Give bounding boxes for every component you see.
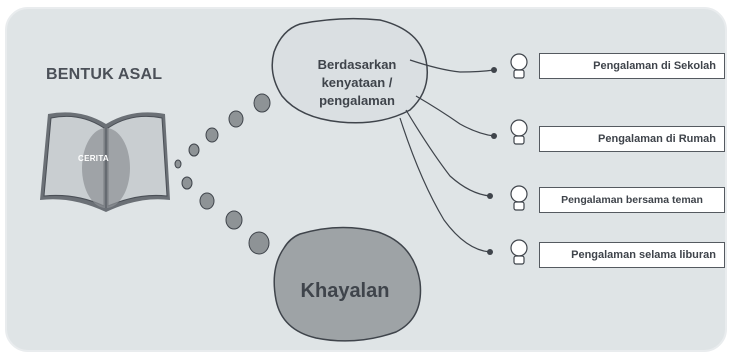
- connector-line: [399, 117, 491, 253]
- stone: [181, 176, 193, 190]
- experience-box-friends: Pengalaman bersama teman: [539, 187, 725, 213]
- imagination-blob-label: Khayalan: [300, 280, 390, 302]
- experience-box-school: Pengalaman di Sekolah: [539, 53, 725, 79]
- connector-line: [405, 109, 491, 197]
- diagram-title: BENTUK ASAL: [46, 66, 163, 83]
- lightbulb-icon: [510, 119, 528, 145]
- connector-line: [415, 95, 495, 137]
- connector-dot: [491, 133, 497, 139]
- connector-line: [409, 59, 495, 73]
- experience-box-home: Pengalaman di Rumah: [539, 126, 725, 152]
- lightbulb-icon: [510, 53, 528, 79]
- open-book-icon: [40, 112, 170, 212]
- stone: [225, 210, 243, 230]
- stone: [248, 231, 270, 255]
- lightbulb-icon: [510, 185, 528, 211]
- stone: [253, 93, 271, 113]
- stone: [205, 127, 219, 143]
- lightbulb-icon: [510, 239, 528, 265]
- stone: [174, 159, 182, 169]
- stone: [199, 192, 215, 210]
- stepping-stones-lower: [181, 176, 270, 255]
- imagination-blob-shape: [273, 226, 422, 342]
- book-label: CERITA: [78, 154, 109, 163]
- stone: [228, 110, 244, 128]
- connector-dot: [491, 67, 497, 73]
- experience-box-holiday: Pengalaman selama liburan: [539, 242, 725, 268]
- stone: [188, 143, 200, 157]
- connector-dot: [487, 193, 493, 199]
- experience-cloud-shape: [271, 17, 428, 124]
- stepping-stones-upper: [174, 93, 271, 169]
- connector-dot: [487, 249, 493, 255]
- experience-cloud-label: Berdasarkan kenyataan / pengalaman: [317, 57, 397, 108]
- connector-lines: [399, 59, 495, 253]
- connector-dots: [487, 67, 497, 255]
